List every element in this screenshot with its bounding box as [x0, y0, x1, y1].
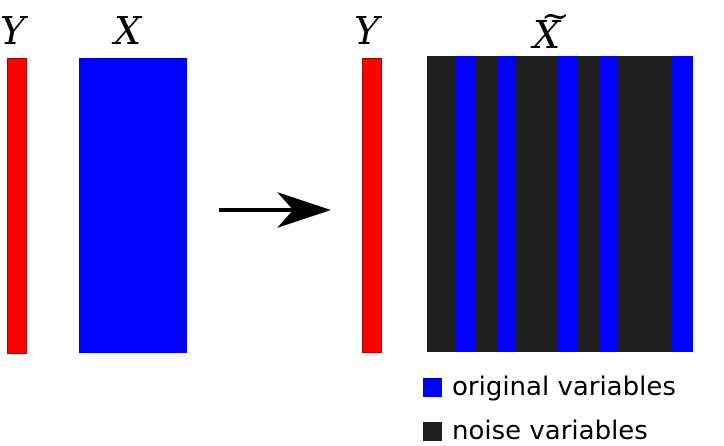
left-x-matrix [79, 58, 187, 353]
right-arrow-icon [219, 192, 331, 228]
legend-label-noise: noise variables [452, 416, 648, 446]
legend-item-noise: noise variables [423, 416, 676, 446]
original-variable-stripe [599, 56, 618, 352]
right-y-vector [362, 58, 382, 353]
tilde-accent: ~ [541, 0, 570, 36]
legend-item-original: original variables [423, 372, 676, 402]
augmented-matrix [427, 56, 693, 352]
original-variable-stripe [672, 56, 693, 352]
legend: original variables noise variables [423, 372, 676, 446]
right-x-tilde-label: ~ X [533, 0, 570, 57]
legend-swatch-original [423, 377, 442, 397]
original-variable-stripe [455, 56, 475, 352]
right-y-label: Y [354, 9, 380, 53]
original-variable-stripe [497, 56, 516, 352]
right-x-tilde-letter: X [533, 13, 561, 57]
left-y-label: Y [0, 9, 26, 53]
left-y-vector [7, 58, 27, 354]
legend-swatch-noise [423, 421, 442, 441]
original-variable-stripe [557, 56, 577, 352]
left-x-label: X [114, 9, 142, 53]
legend-label-original: original variables [452, 372, 676, 402]
